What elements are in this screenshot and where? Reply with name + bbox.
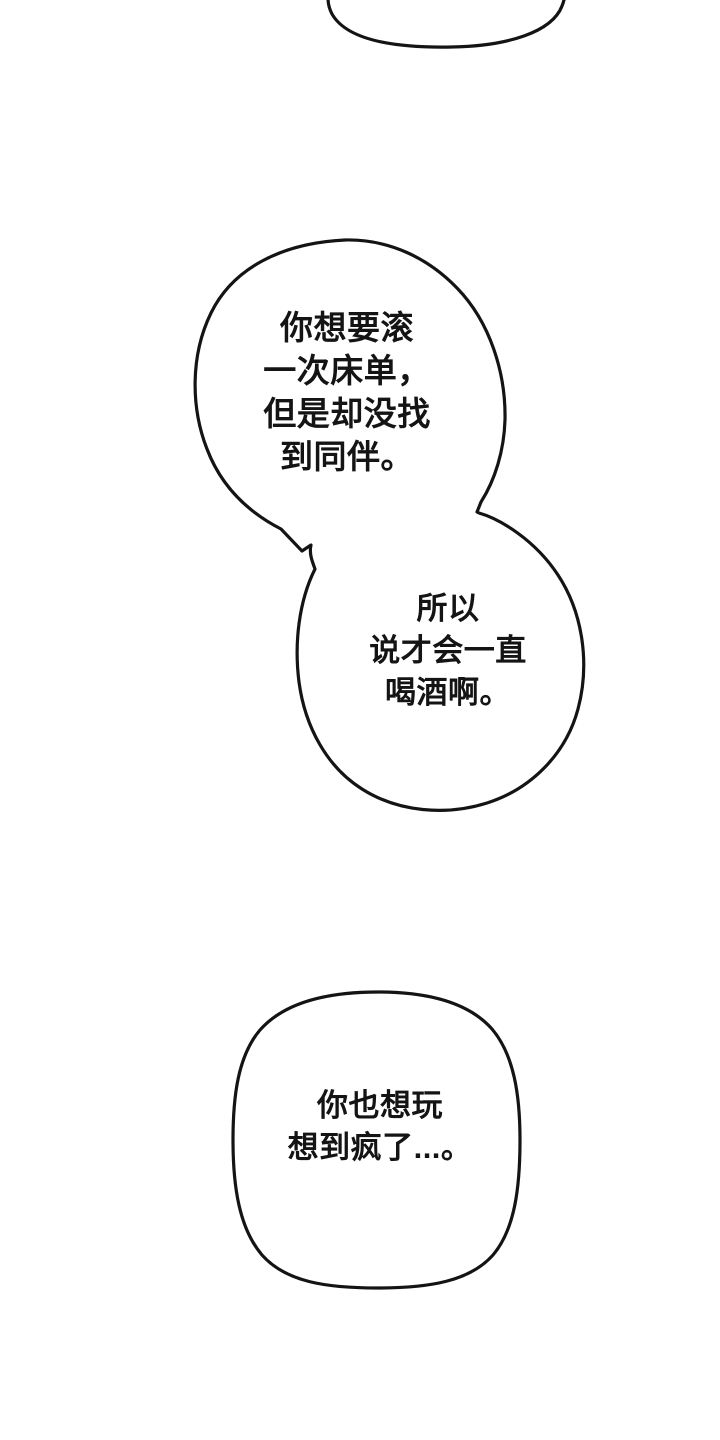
double-bubble-outline [193, 238, 586, 812]
bubble-3-text: 你也想玩 想到疯了...。 [287, 1088, 473, 1165]
bubble-3-outline [231, 990, 522, 1290]
bubble-1-text: 你想要滚 一次床单， 但是却没找 到同伴。 [263, 309, 431, 475]
bubble-2-text: 所以 说才会一直 喝酒啊。 [369, 591, 527, 710]
bubble-top-cropped-outline [326, 0, 566, 49]
